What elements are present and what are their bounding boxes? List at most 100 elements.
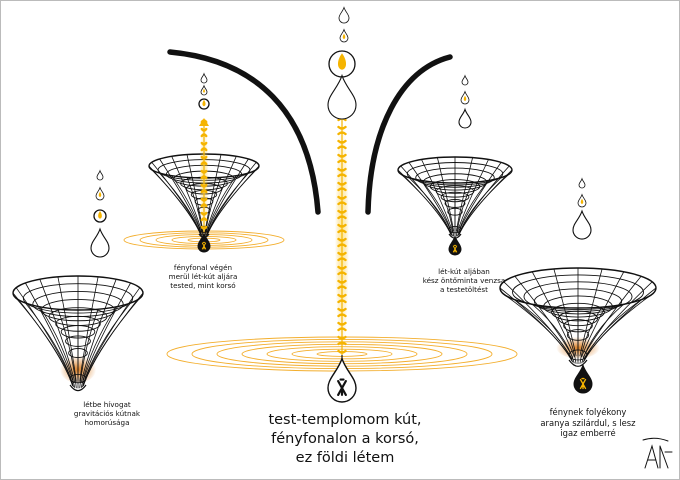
funnel-spoke (57, 276, 77, 382)
funnel-spoke (400, 165, 452, 234)
funnel-spoke (437, 157, 455, 232)
funnel-spoke (457, 159, 489, 233)
large-drop-icon (90, 227, 110, 258)
funnel-spoke (583, 281, 653, 359)
stick-figure-glyph (579, 377, 587, 390)
caption-left-lower: létbe hívogat gravitációs kútnak homorús… (52, 400, 162, 427)
funnel-spoke (583, 293, 653, 362)
empty-drop-icon (96, 169, 104, 181)
center-large-drop (327, 73, 357, 120)
funnel-bottom (568, 359, 588, 367)
caption-line: gravitációs kútnak (73, 409, 141, 418)
flame-icon (463, 95, 467, 101)
empty-drop-icon (578, 177, 586, 189)
caption-line: fénynek folyékony (549, 407, 627, 417)
funnel-spoke (159, 158, 202, 233)
right-lower-drop-3 (572, 209, 592, 240)
empty-drop-icon (338, 6, 350, 24)
funnel-spoke (458, 165, 510, 234)
funnel-spoke (553, 268, 577, 357)
left-upper-drop-3 (198, 98, 210, 110)
right-upper-figure-drop (448, 234, 462, 256)
right-lower-figure-drop (573, 363, 593, 394)
funnel-spoke (581, 271, 625, 357)
flame-icon (342, 33, 346, 39)
funnel-spoke (531, 303, 575, 364)
center-drop-top (338, 6, 350, 24)
funnel-right-upper (397, 156, 513, 239)
caption-line: létbe hívogat (83, 400, 131, 409)
caption-left-upper: fényfonal végén merül lét-kút aljára tes… (148, 263, 258, 290)
right-upper-drop-1 (461, 74, 469, 86)
funnel-spoke (15, 287, 74, 385)
funnel-spoke (151, 162, 202, 234)
caption-line: a testetöltést (440, 285, 488, 294)
funnel-spoke (206, 158, 249, 233)
funnel-spoke (579, 306, 603, 364)
funnel-spoke (57, 309, 77, 389)
funnel-spoke (458, 173, 510, 235)
caption-center-haiku: test-templomom kút, fényfonalon a korsó,… (250, 411, 440, 468)
caption-line: merül lét-kút aljára (168, 272, 238, 281)
funnel-spoke (503, 281, 573, 359)
funnel-spoke (421, 159, 453, 233)
left-lower-drop-4 (90, 227, 110, 258)
large-drop-icon (572, 209, 592, 240)
caption-line: homorúsága (84, 418, 130, 427)
left-upper-drop-1 (200, 72, 208, 84)
left-upper-drop-2 (200, 84, 208, 96)
funnel-spoke (397, 169, 452, 235)
drop-columns (90, 6, 593, 403)
funnel-spoke (148, 165, 201, 235)
funnel-spoke (531, 271, 575, 357)
large-drop-icon (327, 73, 357, 120)
right-lower-drop-1 (578, 177, 586, 189)
funnel-spoke (437, 182, 455, 237)
flame-icon (203, 88, 205, 93)
funnel-spoke (151, 169, 202, 235)
stick-figure-glyph (201, 241, 207, 250)
right-upper-drop-3 (458, 107, 472, 129)
caption-line: ez földi létem (295, 450, 395, 466)
funnel-spoke (455, 157, 473, 232)
funnel-spoke (408, 162, 452, 233)
large-drop-icon (458, 107, 472, 129)
empty-drop-icon (461, 74, 469, 86)
flame-icon (98, 211, 102, 219)
caption-line: aranya szilárdul, s lesz (540, 417, 636, 428)
funnel-spoke (206, 162, 257, 234)
funnel-spoke (82, 287, 141, 385)
funnel-spoke (39, 279, 76, 383)
caption-right-upper: lét-kút aljában kész öntőminta venzsa a … (404, 267, 524, 294)
stick-figure-glyph (452, 244, 458, 253)
embracing-arcs (167, 49, 453, 215)
signature-strokes (642, 437, 673, 469)
funnel-spoke (582, 275, 642, 358)
funnel-bottom (69, 384, 87, 392)
funnel-spoke (579, 268, 603, 357)
empty-drop-icon (200, 72, 208, 84)
funnel-spoke (80, 279, 117, 383)
caption-line: tested, mint korsó (170, 281, 236, 290)
left-lower-drop-1 (96, 169, 104, 181)
funnel-spoke (79, 276, 99, 382)
right-upper-drop-2 (460, 90, 470, 105)
funnel-left-lower (12, 275, 144, 392)
light-threads (199, 117, 349, 366)
artist-signature-mark (642, 437, 673, 469)
left-thread-arrow (199, 118, 209, 126)
center-ring-drop (328, 50, 356, 78)
flame-icon (580, 198, 584, 204)
funnel-spoke (25, 282, 74, 384)
caption-line: fényfonalon a korsó, (271, 431, 419, 447)
center-figure-drop (327, 356, 357, 403)
funnel-spoke (499, 287, 573, 361)
left-upper-figure-drop (197, 231, 211, 253)
funnel-spoke (82, 298, 141, 387)
left-arc (167, 49, 321, 215)
funnel-spoke (458, 162, 502, 233)
funnel-spoke (514, 275, 574, 358)
caption-line: lét-kút aljában (438, 267, 490, 276)
